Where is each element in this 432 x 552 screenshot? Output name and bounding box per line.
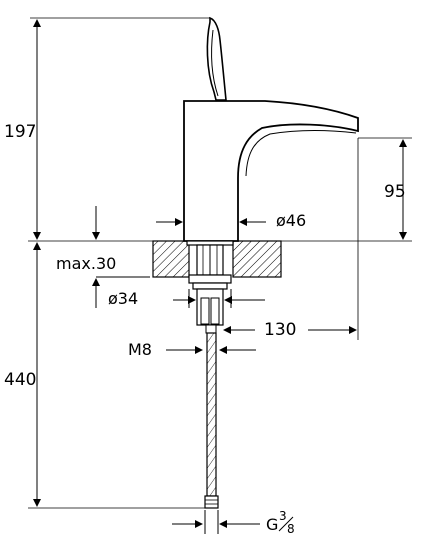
dim-max-30: max.30 <box>56 254 116 273</box>
faucet-body <box>183 16 359 246</box>
dim-m8: M8 <box>128 340 152 359</box>
dim-g-letter: G <box>266 515 278 534</box>
dim-130: 130 <box>264 320 296 340</box>
dim-diameter-46: ø46 <box>276 211 306 230</box>
countertop <box>152 240 282 278</box>
dim-g-fraction-num: 3 <box>279 509 287 523</box>
dim-197: 197 <box>4 122 36 142</box>
fraction-bar <box>278 516 294 532</box>
flexible-hose <box>204 324 219 509</box>
extension-lines <box>28 17 412 509</box>
dimension-lines <box>33 19 407 534</box>
dim-95: 95 <box>384 182 406 202</box>
dim-diameter-34: ø34 <box>108 289 138 308</box>
shank-assembly <box>188 244 232 330</box>
dim-440: 440 <box>4 370 36 390</box>
dim-g-fraction-den: 8 <box>287 522 295 536</box>
